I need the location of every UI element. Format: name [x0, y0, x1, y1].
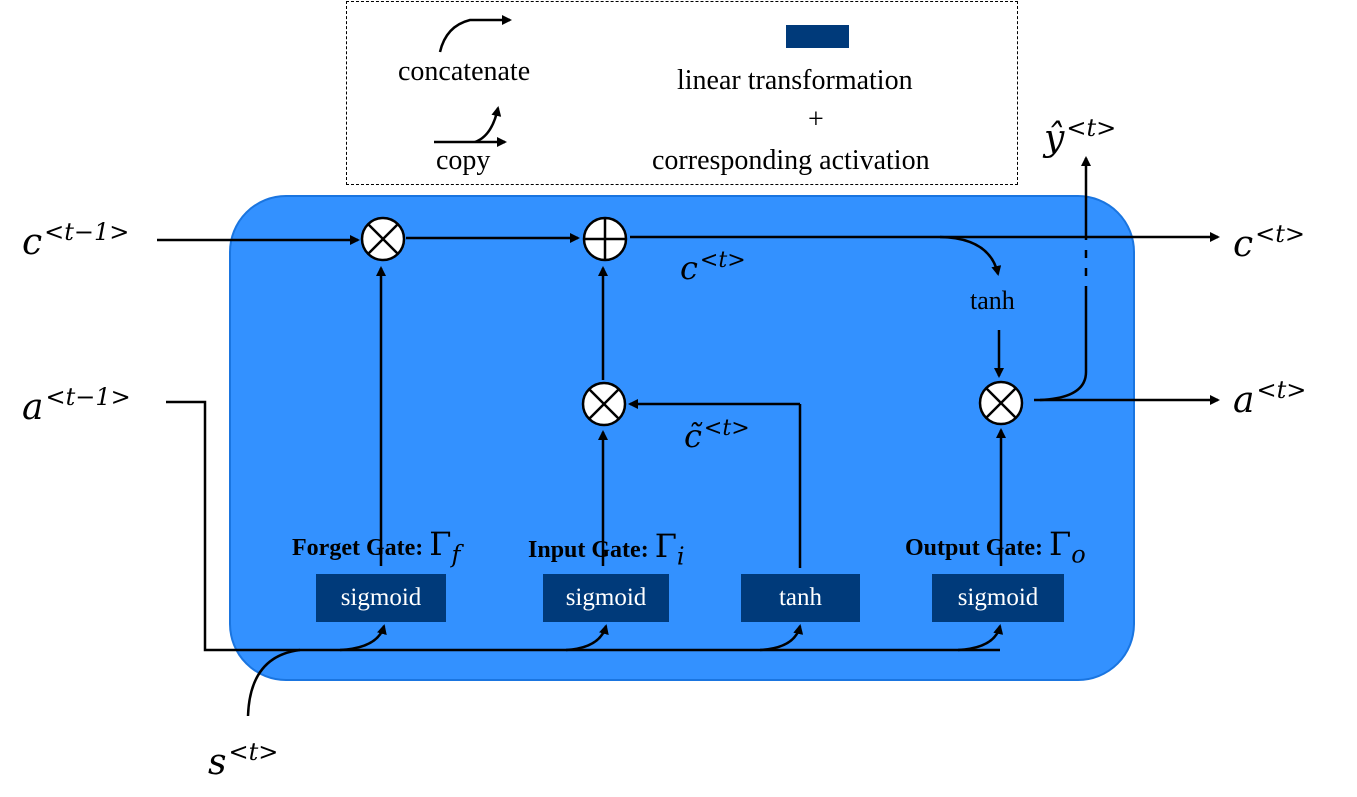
output-gate-title: Output Gate: Γo [905, 525, 1086, 569]
legend-box [346, 1, 1018, 185]
forget-sigmoid-box: sigmoid [316, 574, 446, 622]
legend-activation-label: corresponding activation [652, 145, 930, 176]
c-prev-label: c<t−1> [22, 218, 130, 263]
cell-add-icon [582, 216, 628, 262]
input-multiply-icon [581, 381, 627, 427]
forget-multiply-icon [360, 216, 406, 262]
concatenate-arrow-icon [438, 15, 512, 53]
a-prev-label: a<t−1> [22, 383, 131, 428]
c-t-mid-label: c<t> [680, 248, 746, 287]
input-gate-title: Input Gate: Γi [528, 527, 685, 571]
candidate-tanh-box: tanh [741, 574, 860, 622]
lstm-cell [229, 195, 1135, 681]
c-tilde-label: c̃<t> [684, 416, 750, 455]
s-t-label: s<t> [208, 738, 279, 783]
linear-transformation-swatch [786, 25, 849, 48]
copy-arrow-icon [434, 106, 507, 147]
cell-tanh-label: tanh [970, 286, 1015, 315]
input-sigmoid-box: sigmoid [543, 574, 669, 622]
c-t-output-label: c<t> [1233, 220, 1306, 265]
legend-concatenate-label: concatenate [398, 56, 531, 87]
legend-plus-label: + [808, 104, 824, 135]
a-t-output-label: a<t> [1233, 376, 1307, 421]
y-hat-label: ŷ<t> [1044, 114, 1117, 159]
output-multiply-icon [978, 380, 1024, 426]
forget-gate-title: Forget Gate: Γf [292, 525, 461, 569]
legend-copy-label: copy [436, 145, 491, 176]
legend-linear-label: linear transformation [677, 65, 913, 96]
output-sigmoid-box: sigmoid [932, 574, 1064, 622]
